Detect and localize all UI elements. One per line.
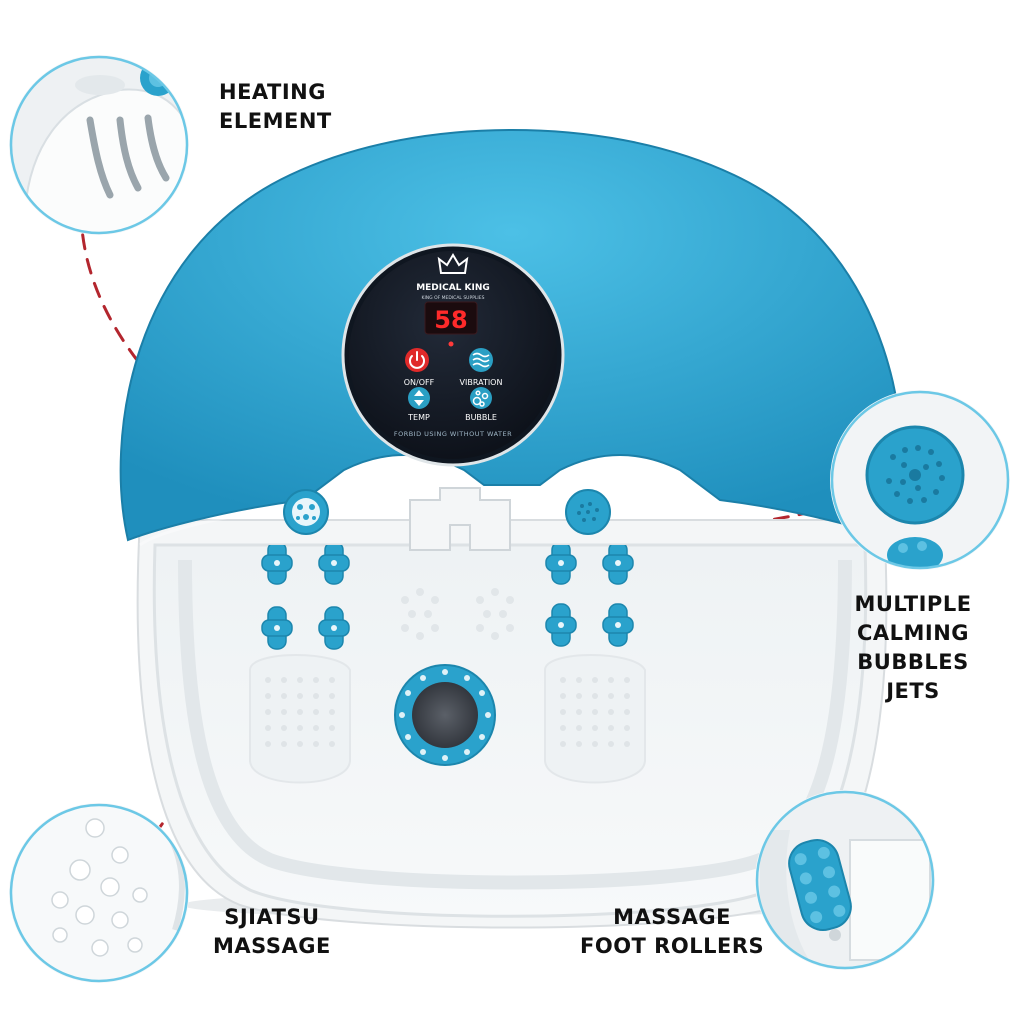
- power-button-label: ON/OFF: [404, 378, 435, 387]
- callout-shiatsu-line-2: MASSAGE: [213, 934, 331, 958]
- temp-button-label: TEMP: [407, 413, 430, 422]
- callout-heating-line-1: HEATING: [219, 80, 326, 104]
- callout-heating-element: HEATING ELEMENT: [219, 78, 332, 136]
- callout-bubbles-line-2: CALMING: [856, 621, 970, 645]
- temp-arrows-icon: [414, 390, 424, 406]
- heating-element: [283, 489, 329, 535]
- brand-name: MEDICAL KING: [416, 283, 490, 293]
- callout-bubbles-line-4: JETS: [886, 679, 940, 703]
- callout-shiatsu-line-1: SJIATSU: [224, 905, 320, 929]
- temperature-display: 58: [424, 301, 478, 347]
- brand-crown-icon: [437, 253, 469, 274]
- detail-circle-foot-rollers: [755, 790, 935, 970]
- leader-line-heating: [79, 183, 307, 512]
- temperature-readout: 58: [434, 306, 467, 334]
- pumice-stone: [394, 664, 496, 766]
- vibration-button-label: VIBRATION: [460, 378, 503, 387]
- vibration-button[interactable]: [469, 348, 493, 372]
- callout-foot-rollers: MASSAGE FOOT ROLLERS: [580, 903, 764, 961]
- bubble-jet: [565, 489, 611, 535]
- wave-icon: [472, 352, 490, 368]
- brand-tagline: KING OF MEDICAL SUPPLIES: [422, 295, 485, 301]
- detail-circle-shiatsu-massage: [9, 803, 189, 983]
- warning-text: FORBID USING WITHOUT WATER: [394, 430, 512, 438]
- callout-shiatsu-massage: SJIATSU MASSAGE: [213, 903, 331, 961]
- callout-bubbles-line-1: MULTIPLE: [854, 592, 972, 616]
- massage-rollers: [261, 545, 634, 650]
- temp-button[interactable]: [408, 387, 430, 409]
- callout-rollers-line-2: FOOT ROLLERS: [580, 934, 765, 958]
- bubble-button[interactable]: [470, 387, 492, 409]
- power-icon: [409, 351, 425, 369]
- detail-circle-heating-element: [9, 55, 189, 235]
- shiatsu-dot-pad-right: [544, 654, 646, 784]
- detail-circle-bubble-jets: [830, 390, 1010, 570]
- callout-bubble-jets: MULTIPLE CALMING BUBBLES JETS: [848, 590, 978, 706]
- callout-bubbles-line-3: BUBBLES: [857, 650, 969, 674]
- callout-rollers-line-1: MASSAGE: [613, 905, 731, 929]
- bubble-button-label: BUBBLE: [465, 413, 497, 422]
- center-bracket: [409, 487, 511, 551]
- shiatsu-dot-pad-left: [249, 654, 351, 784]
- bubbles-icon: [472, 390, 489, 407]
- foot-spa: MEDICAL KING KING OF MEDICAL SUPPLIES 58…: [119, 128, 904, 929]
- callout-heating-line-2: ELEMENT: [219, 109, 332, 133]
- power-button[interactable]: [405, 348, 429, 372]
- control-panel: MEDICAL KING KING OF MEDICAL SUPPLIES 58…: [341, 243, 565, 467]
